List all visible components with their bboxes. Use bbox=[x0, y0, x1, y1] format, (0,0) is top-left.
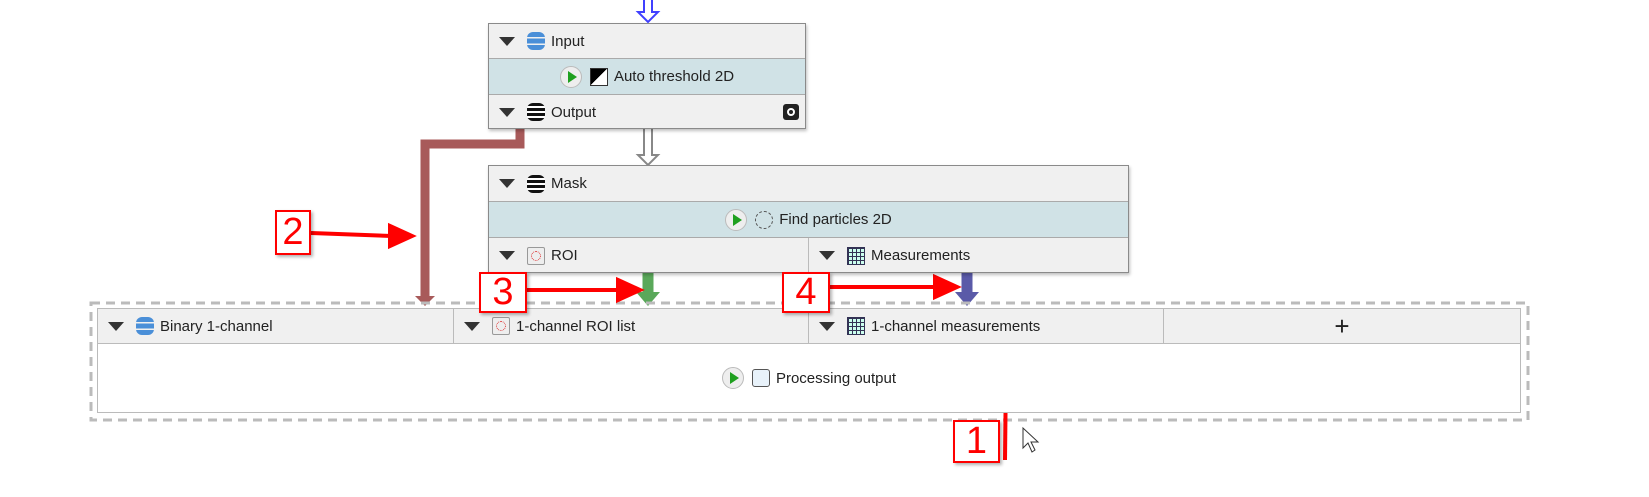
output-label: Output bbox=[551, 103, 597, 121]
input-label: Input bbox=[551, 32, 585, 50]
table-icon bbox=[847, 246, 865, 265]
process-label: Processing output bbox=[775, 369, 897, 387]
measurements-output-slot[interactable]: Measurements bbox=[809, 238, 1128, 273]
auto-threshold-node[interactable]: Input Auto threshold 2D Output bbox=[488, 23, 806, 129]
measurements-label: Measurements bbox=[871, 247, 971, 264]
annotation-3: 3 bbox=[479, 271, 527, 313]
collapse-triangle-icon[interactable] bbox=[499, 107, 515, 117]
preview-icon[interactable] bbox=[783, 104, 799, 120]
collapse-triangle-icon[interactable] bbox=[499, 179, 515, 188]
collapse-triangle-icon[interactable] bbox=[819, 251, 835, 260]
roi-icon bbox=[527, 246, 545, 265]
column-label: 1-channel measurements bbox=[871, 317, 1041, 335]
roi-output-slot[interactable]: ROI bbox=[489, 238, 809, 273]
collapse-triangle-icon[interactable] bbox=[499, 36, 515, 46]
roi-icon bbox=[492, 317, 510, 335]
binary-input-slot[interactable]: Binary 1-channel bbox=[98, 309, 454, 343]
annotation-2: 2 bbox=[275, 210, 311, 255]
collapse-triangle-icon[interactable] bbox=[819, 321, 835, 331]
run-button[interactable] bbox=[559, 65, 582, 88]
run-button[interactable] bbox=[721, 367, 744, 389]
process-row[interactable]: Processing output bbox=[98, 344, 1520, 412]
column-label: 1-channel ROI list bbox=[516, 317, 636, 335]
add-slot-button[interactable]: + bbox=[1164, 309, 1520, 343]
collapse-triangle-icon[interactable] bbox=[108, 321, 124, 331]
roi-list-input-slot[interactable]: 1-channel ROI list bbox=[454, 309, 809, 343]
image-stack-icon bbox=[527, 32, 545, 50]
input-link-arrow bbox=[635, 0, 661, 24]
collapse-triangle-icon[interactable] bbox=[464, 321, 480, 331]
processing-output-icon bbox=[751, 369, 770, 387]
find-particles-node[interactable]: Mask Find particles 2D ROI Measurements bbox=[488, 165, 1129, 273]
mouse-cursor-icon bbox=[1022, 426, 1040, 453]
image-link bbox=[420, 128, 525, 300]
run-button[interactable] bbox=[725, 208, 748, 231]
process-label: Find particles 2D bbox=[779, 211, 892, 228]
process-row[interactable]: Find particles 2D bbox=[489, 202, 1128, 238]
processing-output-node[interactable]: Binary 1-channel 1-channel ROI list 1-ch… bbox=[97, 308, 1521, 413]
particles-icon bbox=[755, 210, 774, 229]
table-icon bbox=[847, 317, 865, 335]
collapse-triangle-icon[interactable] bbox=[499, 251, 515, 260]
binary-stack-icon bbox=[527, 103, 545, 121]
plus-icon: + bbox=[1334, 310, 1350, 341]
mask-label: Mask bbox=[551, 175, 587, 192]
process-label: Auto threshold 2D bbox=[613, 68, 735, 85]
measurements-input-slot[interactable]: 1-channel measurements bbox=[809, 309, 1164, 343]
binary-stack-icon bbox=[527, 174, 545, 193]
mask-slot[interactable]: Mask bbox=[489, 166, 1128, 202]
threshold-icon bbox=[589, 67, 608, 86]
annotation-4: 4 bbox=[782, 271, 830, 313]
input-slot[interactable]: Input bbox=[489, 24, 805, 59]
process-row[interactable]: Auto threshold 2D bbox=[489, 59, 805, 95]
annotation-1: 1 bbox=[953, 420, 1000, 463]
output-slot[interactable]: Output bbox=[489, 95, 805, 129]
output-to-mask-arrow bbox=[635, 128, 661, 167]
output-node-dashed-border bbox=[89, 301, 1530, 422]
image-stack-icon bbox=[136, 317, 154, 335]
column-label: Binary 1-channel bbox=[160, 317, 273, 335]
roi-label: ROI bbox=[551, 247, 578, 264]
